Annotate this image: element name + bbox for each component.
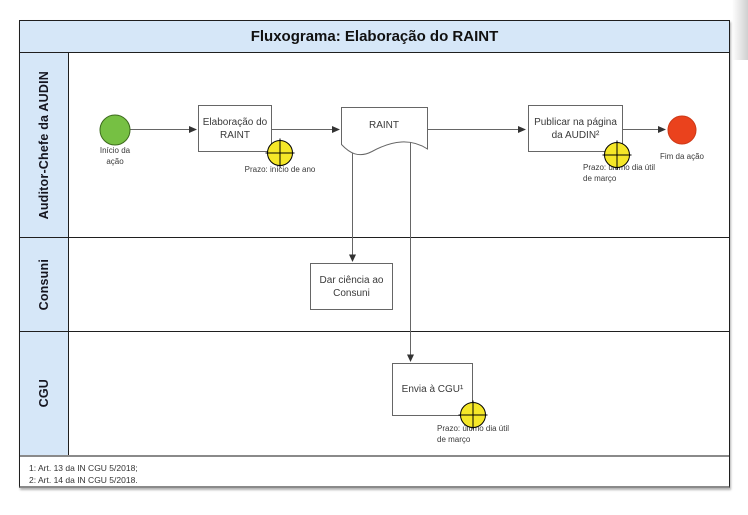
footnotes: 1: Art. 13 da IN CGU 5/2018; 2: Art. 14 … [20, 457, 729, 487]
arrowhead [332, 126, 340, 133]
task-dar-ciencia-consuni: Dar ciência ao Consuni [310, 263, 393, 310]
arrowhead [189, 126, 197, 133]
arrowhead [518, 126, 526, 133]
task-envia-cgu: Envia à CGU¹ [392, 363, 473, 416]
start-event-circle [99, 114, 131, 146]
timer-marco-publicacao-icon [602, 140, 632, 170]
lane-consuni: Consuni [20, 238, 729, 332]
timer-marco-envio-icon [458, 400, 488, 430]
lane-label-cgu: CGU [20, 332, 69, 455]
task-elaboracao-raint: Elaboração do RAINT [198, 105, 272, 152]
arrowhead [407, 354, 414, 362]
document-raint-label: RAINT [369, 120, 399, 131]
end-event-label: Fim da ação [659, 152, 705, 161]
end-event-circle [667, 115, 697, 145]
lane-auditor-chefe: Auditor-Chefe da AUDIN [20, 53, 729, 238]
timer-inicio-ano-icon [265, 138, 295, 168]
lane-label-consuni: Consuni [20, 238, 69, 331]
document-raint [341, 107, 428, 156]
task-publicar-audin: Publicar na página da AUDIN² [528, 105, 623, 152]
timer-inicio-ano-label: Prazo: início de ano [244, 165, 316, 174]
footnote-2: 2: Art. 14 da IN CGU 5/2018. [29, 475, 138, 485]
footnote-1: 1: Art. 13 da IN CGU 5/2018; [29, 463, 138, 473]
page-edge-shade [732, 0, 748, 60]
arrowhead [658, 126, 666, 133]
arrowhead [349, 254, 356, 262]
lane-label-auditor-chefe: Auditor-Chefe da AUDIN [20, 53, 69, 237]
diagram-title: Fluxograma: Elaboração do RAINT [20, 21, 729, 53]
start-event-label: Início da ação [99, 146, 131, 166]
flowchart-frame: Fluxograma: Elaboração do RAINT Auditor-… [19, 20, 730, 488]
lane-cgu: CGU [20, 332, 729, 457]
